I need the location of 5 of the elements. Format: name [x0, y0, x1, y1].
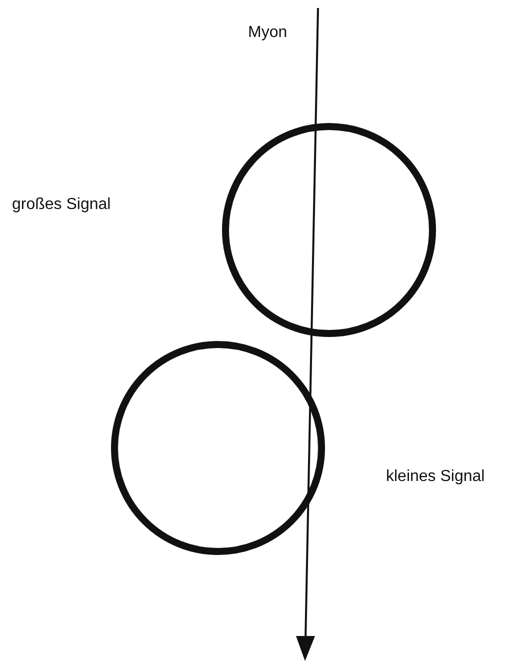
particle-label: Myon [248, 24, 288, 42]
circle [222, 123, 436, 337]
circle [111, 341, 325, 555]
signal-label: kleines Signal [386, 468, 485, 486]
signal-label: großes Signal [12, 196, 111, 214]
